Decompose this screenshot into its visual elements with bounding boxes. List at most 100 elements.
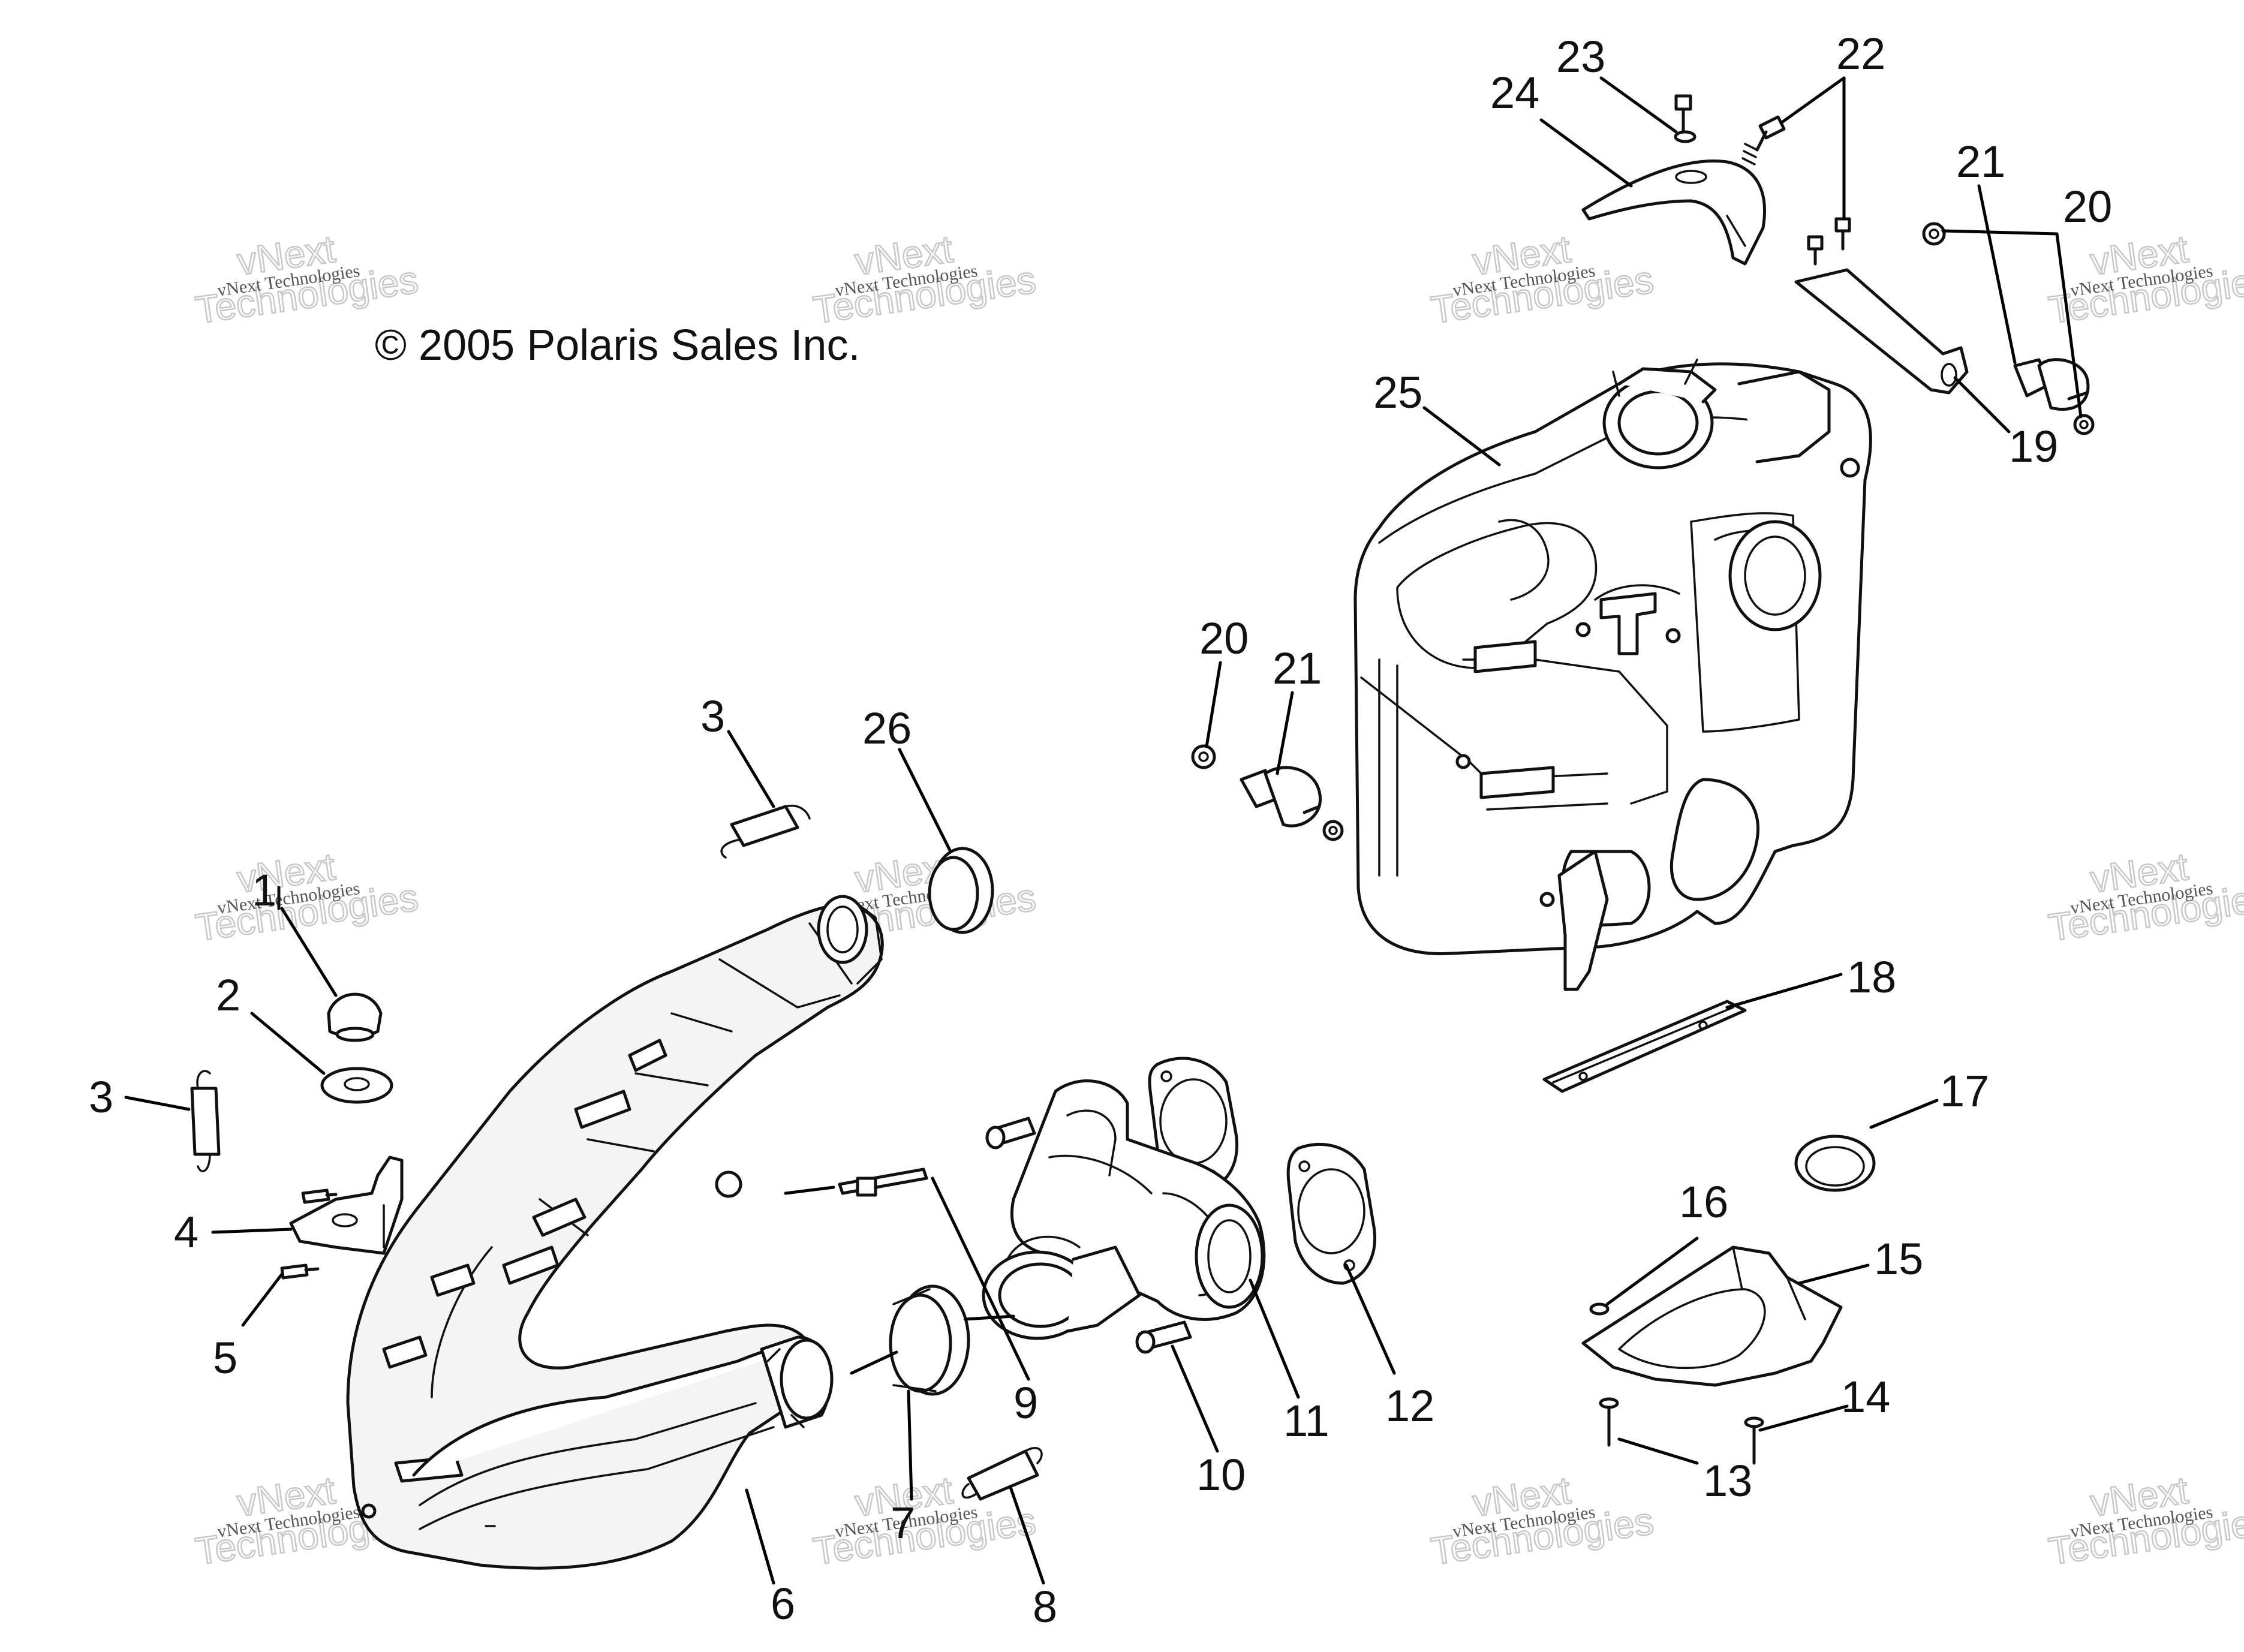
callout-7: 7 [891,1498,915,1548]
watermark: vNext Technologies vNext Technologies [810,226,1039,332]
leader-15 [1797,1263,1870,1285]
watermark: vNext Technologies vNext Technologies [192,844,421,950]
callout-18: 18 [1847,952,1896,1002]
part-21-rubber-mount-right [2013,358,2090,411]
leader-20a [1941,229,2059,236]
part-16-washer [1589,1302,1610,1316]
callout-5: 5 [213,1333,237,1383]
leader-lines [124,76,2083,1585]
callout-14: 14 [1841,1372,1890,1422]
leader-25 [1422,406,1501,467]
part-13-rivet [1599,1397,1619,1447]
part-14-rivet [1744,1416,1764,1465]
leader-21b [1276,691,1294,775]
part-9-probe [838,1167,928,1197]
callout-23: 23 [1556,32,1605,82]
callout-3a: 3 [89,1072,113,1122]
callout-17: 17 [1940,1066,1989,1116]
callout-1: 1 [252,865,276,915]
part-2-washer [320,1067,393,1104]
leader-11 [1249,1278,1300,1399]
callout-15: 15 [1874,1234,1923,1284]
leader-16 [1605,1236,1699,1306]
part-4-bracket [289,1156,404,1255]
leader-1 [280,907,338,997]
part-1-grommet-plug [277,886,383,1042]
watermark: vNext Technologies vNext Technologies [192,226,421,332]
part-12-gasket [1286,1143,1377,1285]
leader-9b [964,1314,1015,1321]
leader-13 [1617,1437,1699,1465]
leader-8 [1009,1485,1045,1585]
part-18-strap [1542,1000,1747,1093]
callout-12: 12 [1385,1381,1434,1431]
callout-13: 13 [1703,1456,1752,1506]
copyright-notice: © 2005 Polaris Sales Inc. [375,321,860,369]
manifold-bolt [985,1117,1036,1150]
leader-3a [124,1096,191,1111]
callout-11: 11 [1283,1396,1329,1446]
callout-numbers: 1 2 3 3 4 5 6 7 8 9 10 11 12 13 14 15 16… [89,29,2112,1632]
callout-8: 8 [1033,1582,1057,1632]
callout-9: 9 [1013,1378,1038,1428]
leader-9c [784,1185,835,1195]
part-20-nut-left [1191,744,1344,841]
callout-19: 19 [2009,422,2058,471]
part-25-silencer [1353,359,1872,991]
callout-22: 22 [1836,29,1885,79]
part-26-seal-ring [928,847,994,934]
part-24-heat-shield [1581,159,1766,266]
watermark: vNext Technologies vNext Technologies [1427,226,1656,332]
part-5-bolt [280,1263,320,1280]
leader-10 [1171,1344,1219,1453]
part-11-exhaust-manifold [982,1079,1266,1340]
part-17-gasket-ring [1794,1135,1876,1192]
part-20-nuts-right [1922,222,2095,435]
leader-24 [1539,118,1633,188]
callout-4: 4 [174,1207,198,1257]
leader-12 [1344,1263,1396,1375]
callout-20a: 20 [2063,182,2112,231]
callout-10: 10 [1196,1450,1246,1500]
watermark: vNext Technologies vNext Technologies [2045,844,2244,950]
leader-6 [745,1488,775,1585]
part-8-spring [961,1447,1043,1501]
part-21-rubber-mount-left [1240,766,1322,827]
leader-3b [727,730,775,808]
callout-21a: 21 [1956,137,2005,186]
part-3-spring-left [190,1070,221,1172]
callout-21b: 21 [1273,643,1322,693]
watermark: vNext Technologies vNext Technologies [1427,1467,1656,1573]
part-6-expansion-chamber [346,895,884,1570]
part-3-spring-top [720,805,811,859]
watermark: vNext Technologies vNext Technologies [2045,226,2244,332]
leader-23 [1599,76,1678,134]
callout-3b: 3 [700,691,725,741]
watermark: vNext Technologies vNext Technologies [2045,1467,2244,1573]
leader-7a [907,1389,913,1501]
leader-5 [241,1272,284,1327]
callout-2: 2 [216,970,240,1020]
leader-21a [1977,184,2017,365]
callout-16: 16 [1679,1177,1728,1227]
leader-9a [931,1176,1030,1381]
part-19-bracket [1794,268,1969,395]
leader-17 [1869,1099,1939,1129]
part-10-bolt [1135,1320,1192,1354]
callout-25: 25 [1373,368,1422,417]
callout-6: 6 [771,1579,795,1629]
callout-26: 26 [862,703,912,753]
part-15-skid-plate [1581,1245,1843,1387]
part-7-seal-ring [889,1284,970,1396]
callout-20b: 20 [1199,613,1249,663]
leader-26 [898,748,952,853]
part-23-screw [1674,94,1696,143]
leader-14 [1758,1404,1849,1432]
leader-22a [1779,76,1846,125]
leader-7b [850,1350,898,1375]
leader-20c [1205,661,1222,748]
leader-19 [1953,376,2011,434]
leader-18 [1725,973,1843,1009]
callout-24: 24 [1490,68,1539,118]
